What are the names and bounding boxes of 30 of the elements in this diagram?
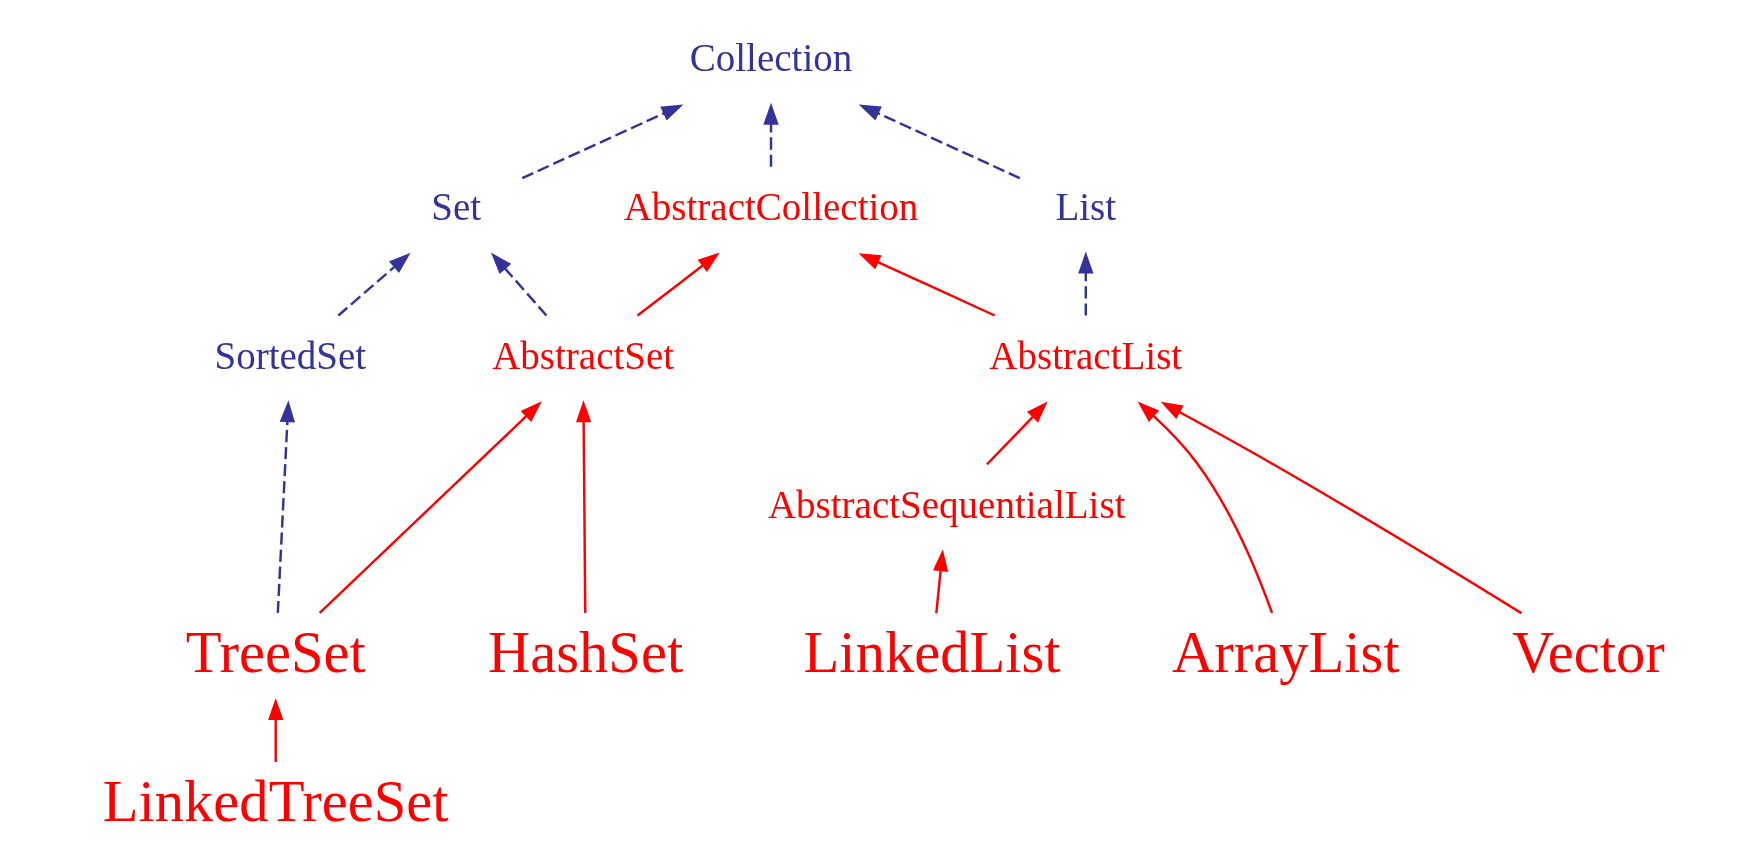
node-text: Vector — [1511, 620, 1665, 686]
arrow — [985, 401, 1048, 466]
arrow — [1077, 251, 1093, 316]
node-text: AbstractList — [988, 333, 1182, 377]
arrow — [267, 698, 283, 762]
node-text: AbstractCollection — [623, 185, 918, 229]
arrow — [490, 252, 547, 317]
node-text: Set — [430, 185, 481, 229]
arrow — [521, 104, 683, 180]
node-text: HashSet — [487, 620, 683, 686]
arrow — [762, 102, 779, 167]
arrow — [1137, 401, 1273, 614]
node-text: AbstractSequentialList — [767, 482, 1125, 526]
node-text: LinkedList — [803, 620, 1061, 686]
node-text: ArrayList — [1171, 620, 1400, 686]
arrow — [932, 549, 948, 614]
node-text: SortedSet — [213, 333, 366, 377]
arrow — [858, 104, 1020, 180]
arrow — [276, 400, 295, 613]
node-text: Collection — [689, 36, 852, 80]
arrow — [575, 400, 591, 613]
node-text: AbstractSet — [491, 333, 674, 377]
arrow — [337, 252, 411, 317]
arrow — [318, 401, 542, 614]
node-text: TreeSet — [185, 620, 366, 686]
node-text: List — [1054, 185, 1116, 229]
arrow — [1160, 401, 1522, 615]
arrow — [858, 253, 995, 317]
arrow — [636, 252, 720, 317]
node-text: LinkedTreeSet — [102, 769, 449, 835]
